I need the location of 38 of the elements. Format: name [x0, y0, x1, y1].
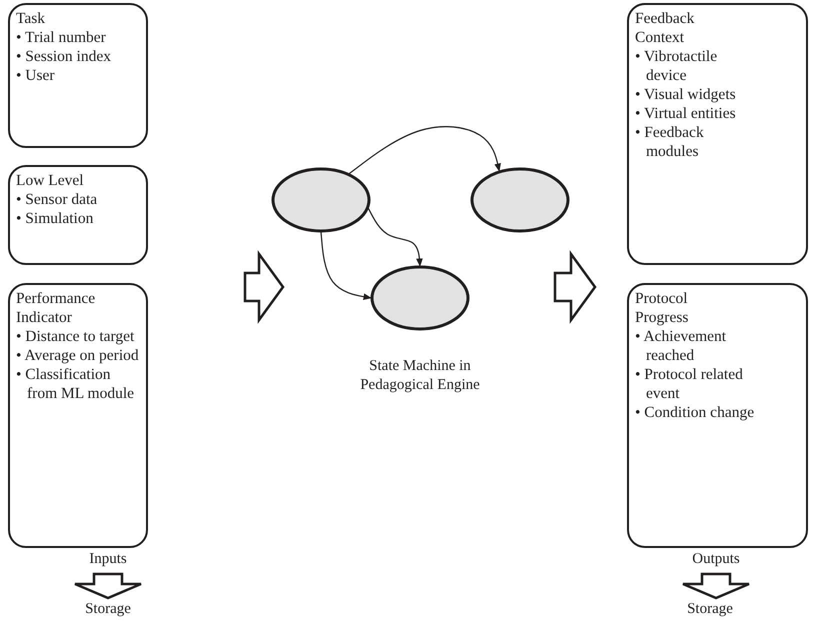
info-box	[8, 3, 148, 148]
bullet-item: • Session index	[16, 47, 112, 66]
state-ellipse	[370, 265, 470, 331]
bullet-item: • Average on period	[16, 346, 140, 365]
bullet-item: • Condition change	[635, 403, 756, 422]
box-heading: Feedback Context	[635, 9, 696, 47]
state-ellipse	[271, 167, 371, 233]
box-heading: Protocol Progress	[635, 289, 690, 327]
bullet-item: • Virtual entities	[635, 104, 737, 123]
node-text: Storage	[84, 601, 132, 618]
state-ellipse	[470, 167, 570, 233]
node-text: Storage	[686, 601, 734, 618]
box-heading: Task	[16, 9, 46, 28]
bullet-item: • Achievement reached	[635, 327, 728, 365]
info-box	[627, 3, 808, 265]
info-box	[8, 165, 148, 265]
bullet-item: • Classification from ML module	[16, 365, 136, 403]
arrow	[348, 126, 501, 174]
bullet-item: • Visual widgets	[635, 85, 737, 104]
bullet-item: • Trial number	[16, 28, 107, 47]
bullet-item: • Protocol related event	[635, 365, 744, 403]
node-text: Outputs	[691, 551, 741, 568]
block-arrow	[74, 572, 142, 600]
bullet-item: • Simulation	[16, 209, 94, 228]
arrow	[320, 232, 372, 300]
bullet-item: • User	[16, 66, 56, 85]
bullet-item: • Feedback modules	[635, 123, 705, 161]
diagram-caption: State Machine in Pedagogical Engine	[359, 357, 481, 395]
info-box	[8, 283, 148, 548]
info-box	[627, 283, 808, 548]
box-heading: Low Level	[16, 171, 85, 190]
node-text: Inputs	[88, 551, 128, 568]
arrow	[368, 208, 423, 267]
block-arrow	[682, 572, 750, 600]
bullet-item: • Distance to target	[16, 327, 136, 346]
bullet-item: • Vibrotactile device	[635, 47, 718, 85]
bullet-item: • Sensor data	[16, 190, 98, 209]
box-heading: Performance Indicator	[16, 289, 96, 327]
